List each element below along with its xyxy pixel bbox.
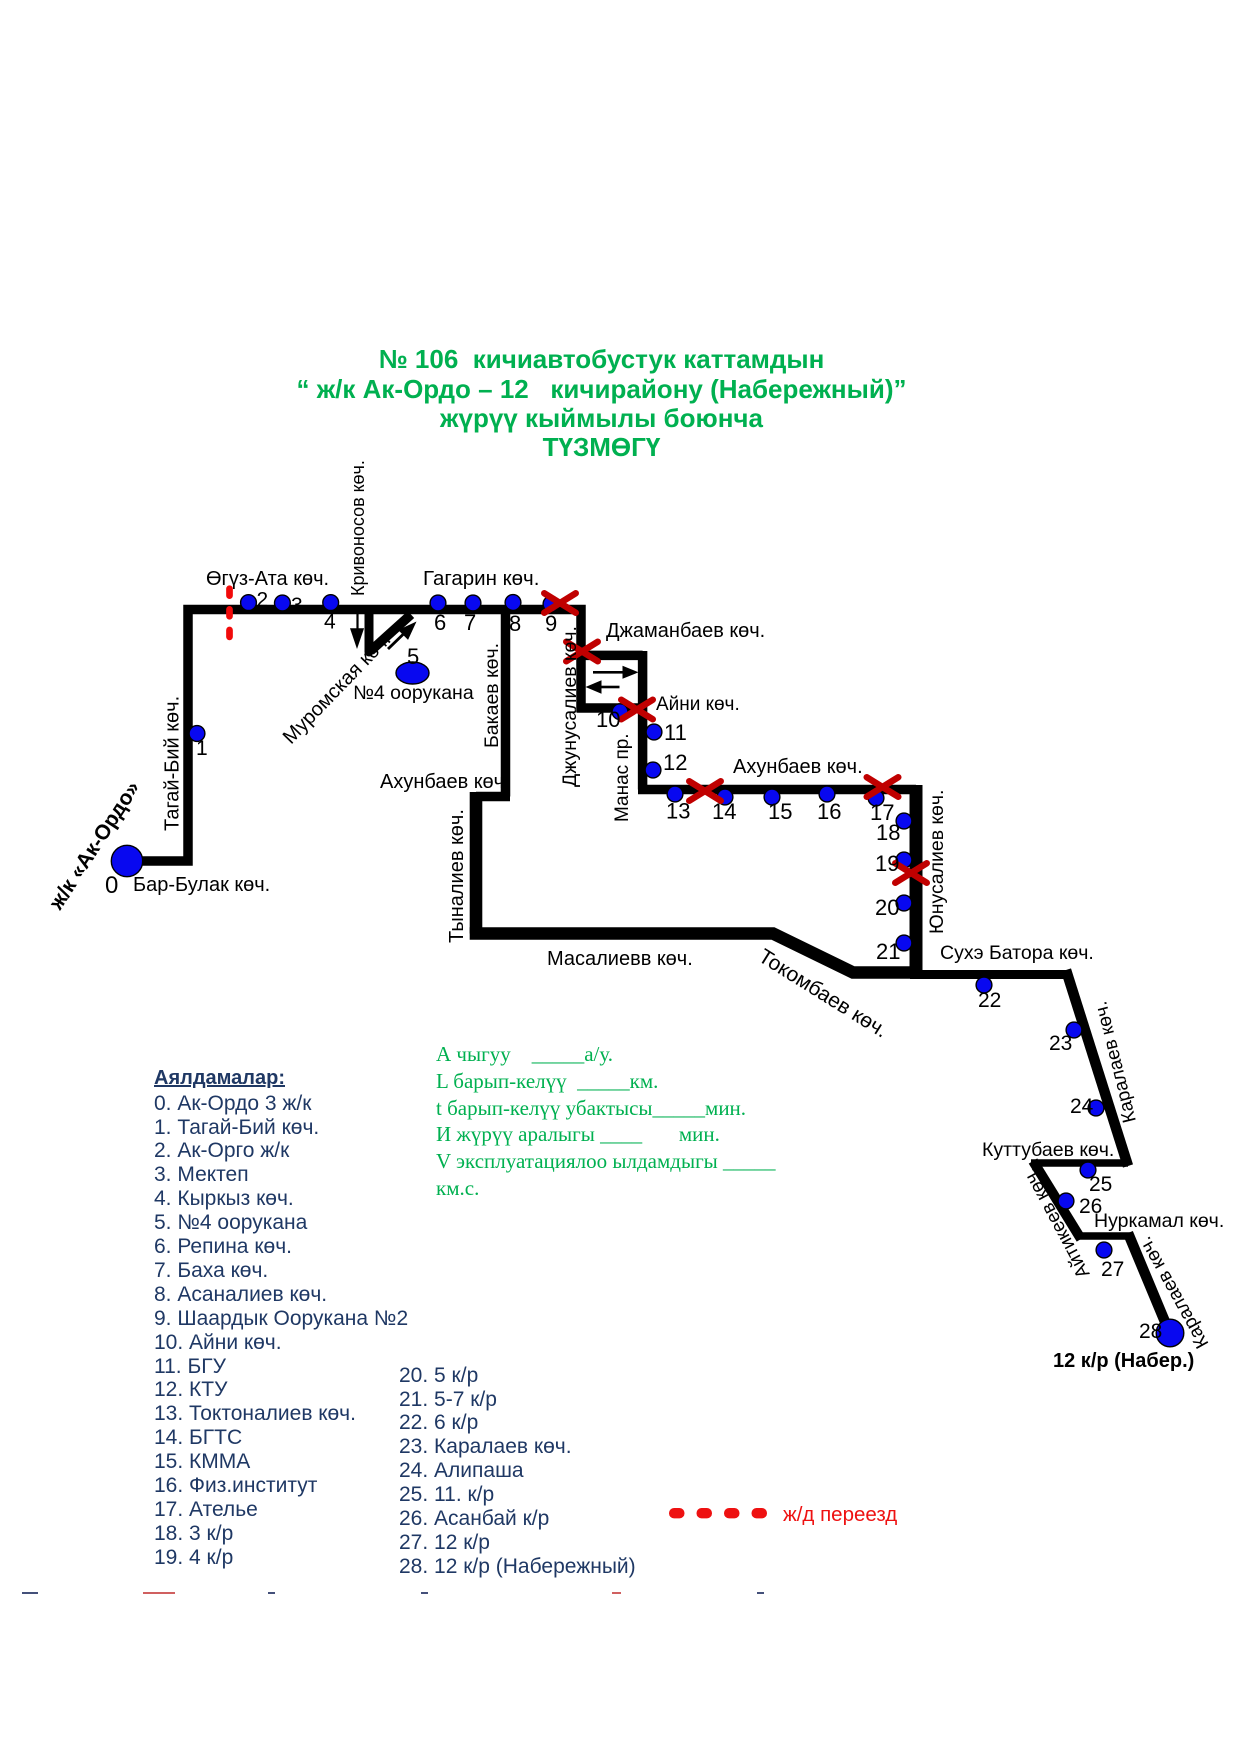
svg-text:ж/д переезд: ж/д переезд: [783, 1503, 897, 1526]
svg-text:2: 2: [257, 589, 269, 612]
svg-text:16: 16: [817, 799, 841, 824]
svg-text:Ахунбаев көч: Ахунбаев көч: [380, 771, 504, 793]
svg-text:7: 7: [464, 610, 476, 635]
svg-text:25: 25: [1089, 1173, 1112, 1196]
svg-text:№4 оорукана: №4 оорукана: [353, 682, 474, 704]
svg-text:4: 4: [324, 611, 336, 634]
svg-text:17: 17: [870, 800, 894, 825]
svg-text:Гагарин көч.: Гагарин көч.: [423, 567, 539, 590]
svg-text:21: 21: [876, 939, 900, 964]
svg-text:18: 18: [876, 820, 900, 845]
svg-text:Масалиевв көч.: Масалиевв көч.: [547, 948, 693, 970]
svg-text:Өгүз-Ата көч.: Өгүз-Ата көч.: [206, 568, 329, 590]
svg-text:8: 8: [509, 611, 521, 636]
svg-text:14: 14: [712, 799, 736, 824]
svg-text:Бакаев көч.: Бакаев көч.: [481, 643, 503, 748]
svg-text:3: 3: [291, 594, 303, 617]
svg-text:12: 12: [663, 750, 687, 775]
svg-text:Манас пр.: Манас пр.: [612, 733, 633, 822]
svg-text:24: 24: [1070, 1095, 1094, 1118]
svg-text:Ахунбаев көч.: Ахунбаев көч.: [733, 756, 863, 778]
svg-text:11: 11: [664, 720, 687, 745]
svg-text:Джаманбаев көч.: Джаманбаев көч.: [606, 620, 765, 642]
svg-text:19: 19: [875, 851, 899, 876]
svg-text:5: 5: [407, 644, 419, 669]
svg-text:Кривоносов көч.: Кривоносов көч.: [348, 460, 368, 596]
svg-text:27: 27: [1101, 1258, 1124, 1281]
svg-text:Айни көч.: Айни көч.: [656, 694, 740, 715]
svg-text:Юнусалиев көч.: Юнусалиев көч.: [926, 790, 948, 934]
svg-text:Куттубаев көч.: Куттубаев көч.: [982, 1139, 1114, 1161]
svg-text:26: 26: [1079, 1195, 1102, 1218]
svg-text:22: 22: [978, 989, 1001, 1012]
svg-text:Тагай-Бий көч.: Тагай-Бий көч.: [162, 696, 184, 831]
svg-text:6: 6: [434, 610, 446, 635]
svg-text:28: 28: [1139, 1320, 1162, 1343]
svg-text:1: 1: [196, 737, 208, 760]
svg-text:15: 15: [768, 799, 792, 824]
svg-text:13: 13: [666, 799, 690, 824]
svg-text:Сухэ Батора көч.: Сухэ Батора көч.: [940, 942, 1094, 964]
svg-text:20: 20: [875, 895, 899, 920]
svg-text:9: 9: [545, 611, 557, 636]
svg-text:0: 0: [105, 872, 118, 899]
svg-text:10: 10: [596, 707, 620, 732]
svg-text:Нуркамал көч.: Нуркамал көч.: [1094, 1210, 1224, 1232]
svg-text:12 к/р (Набер.): 12 к/р (Набер.): [1053, 1350, 1194, 1372]
svg-text:23: 23: [1049, 1032, 1072, 1055]
svg-text:Айтикеев көч.: Айтикеев көч.: [1019, 1164, 1095, 1281]
svg-text:Тыналиев көч.: Тыналиев көч.: [446, 809, 468, 943]
svg-text:Джунусалиев көч.: Джунусалиев көч.: [559, 626, 581, 787]
svg-text:Бар-Булак көч.: Бар-Булак көч.: [133, 874, 270, 896]
